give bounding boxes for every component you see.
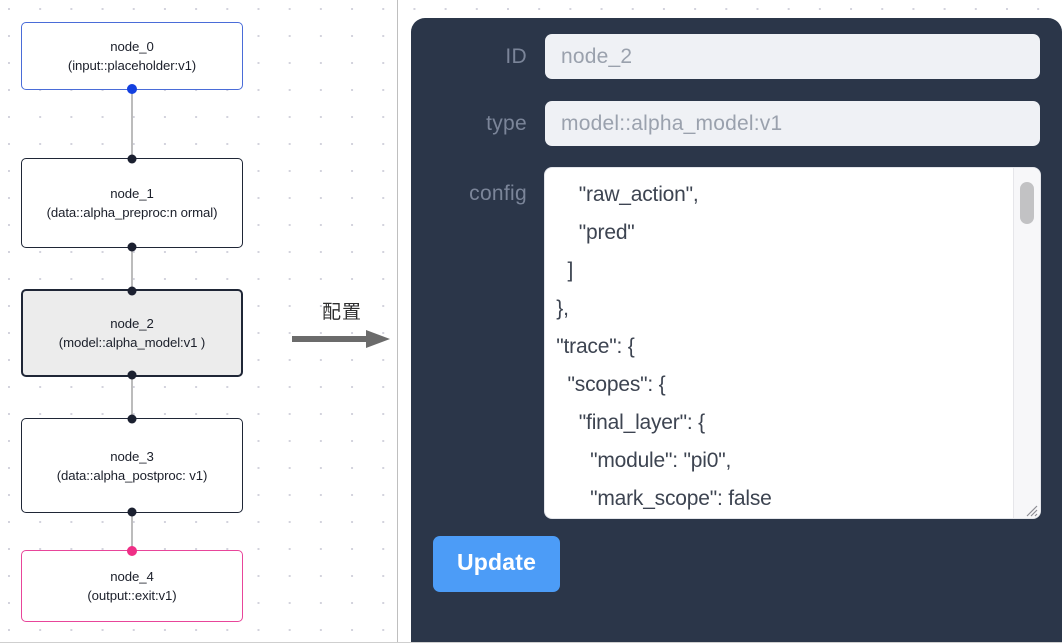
canvas-divider [397, 0, 398, 643]
node-handle-bottom-icon[interactable] [127, 370, 137, 380]
id-field-label: ID [505, 44, 527, 68]
config-textarea-scrollbar[interactable] [1013, 168, 1040, 518]
config-textarea[interactable]: "raw_action", "pred" ] }, "trace": { "sc… [545, 168, 1040, 518]
id-input[interactable]: node_2 [545, 34, 1040, 79]
node-type-label: (model::alpha_model:v1 ) [58, 335, 206, 350]
graph-node-node_1[interactable]: node_1 (data::alpha_preproc:n ormal) [21, 154, 243, 252]
type-input[interactable]: model::alpha_model:v1 [545, 101, 1040, 146]
update-button[interactable]: Update [433, 536, 561, 592]
graph-node-node_4[interactable]: node_4 (output::exit:v1) [21, 546, 243, 622]
graph-node-node_0[interactable]: node_0 (input::placeholder:v1) [21, 22, 243, 94]
node-type-label: (output::exit:v1) [87, 588, 177, 603]
type-field-label: type [486, 111, 527, 135]
edge-node1-node2 [131, 248, 133, 289]
node-handle-bottom-icon[interactable] [127, 84, 137, 94]
resize-handle-icon[interactable] [1022, 501, 1038, 517]
arrow-right-icon [292, 330, 392, 348]
config-field-label: config [469, 182, 527, 205]
update-row: Update [411, 536, 1062, 592]
config-textarea-content[interactable]: "raw_action", "pred" ] }, "trace": { "sc… [556, 183, 772, 510]
node-handle-bottom-icon[interactable] [127, 507, 137, 517]
config-annotation: 配置 [292, 300, 392, 348]
node-id-label: node_4 [110, 569, 154, 584]
node-id-label: node_2 [110, 316, 154, 331]
node-handle-top-icon[interactable] [127, 154, 137, 164]
field-row-config: config "raw_action", "pred" ] }, "trace"… [411, 168, 1062, 518]
graph-node-node_2[interactable]: node_2 (model::alpha_model:v1 ) [21, 286, 243, 380]
node-handle-bottom-icon[interactable] [127, 242, 137, 252]
field-row-id: ID node_2 [411, 34, 1062, 79]
graph-node-node_3[interactable]: node_3 (data::alpha_postproc: v1) [21, 414, 243, 517]
node-handle-top-icon[interactable] [127, 546, 137, 556]
node-id-label: node_0 [110, 39, 154, 54]
node-handle-top-icon[interactable] [127, 414, 137, 424]
annotation-label: 配置 [321, 301, 362, 323]
node-type-label: (data::alpha_preproc:n ormal) [46, 205, 218, 220]
node-type-label: (data::alpha_postproc: v1) [56, 467, 208, 483]
edge-node0-node1 [131, 89, 133, 158]
node-id-label: node_1 [110, 186, 154, 201]
node-id-label: node_3 [110, 448, 154, 464]
edge-node2-node3 [131, 377, 133, 418]
config-textarea-scroll-thumb[interactable] [1020, 182, 1034, 224]
field-row-type: type model::alpha_model:v1 [411, 101, 1062, 146]
node-handle-top-icon[interactable] [127, 286, 137, 296]
node-config-panel: ID node_2 type model::alpha_model:v1 con… [411, 18, 1062, 643]
edge-node3-node4 [131, 513, 133, 550]
node-type-label: (input::placeholder:v1) [67, 58, 197, 73]
